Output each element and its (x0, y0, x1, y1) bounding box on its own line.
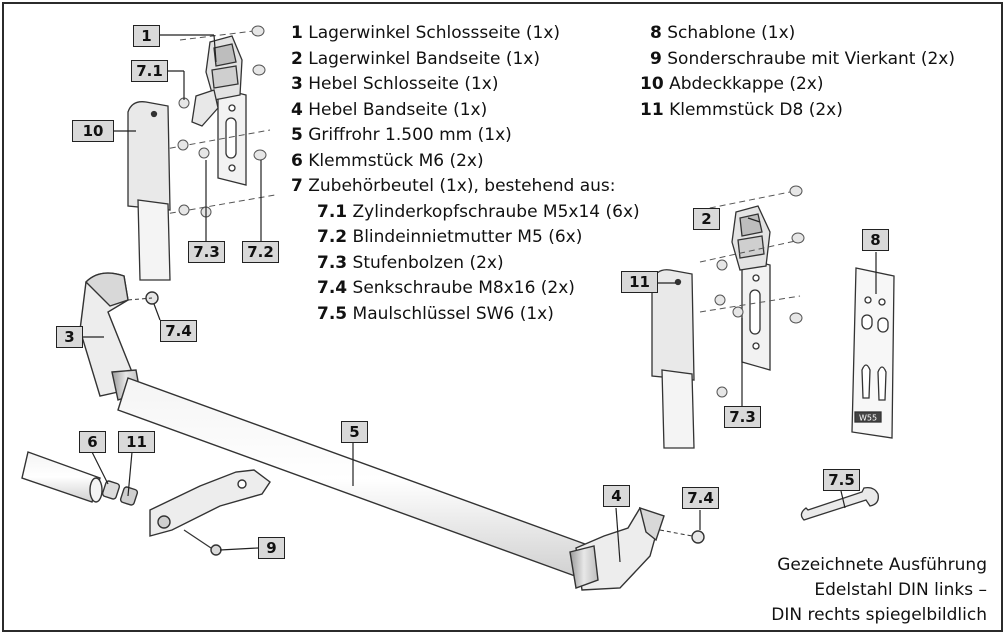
callout-3: 3 (56, 326, 83, 348)
note-line: Gezeichnete Ausführung (777, 555, 987, 575)
bearing-bracket-lock-side (191, 35, 247, 186)
callout-6: 6 (79, 431, 106, 453)
parts-list-item: 5 Griffrohr 1.500 mm (1x) (291, 125, 512, 145)
open-end-wrench (800, 486, 879, 521)
cover-cap-left (127, 101, 171, 281)
parts-list-subitem: 7.3 Stufenbolzen (2x) (317, 252, 504, 273)
callout-2: 2 (693, 208, 720, 230)
lever-hinge-side (569, 506, 705, 591)
callout-7-4: 7.4 (160, 320, 197, 342)
parts-list-item: 1 Lagerwinkel Schlossseite (1x) (291, 23, 561, 43)
cover-cap-right (651, 269, 695, 449)
parts-list-item: 9 Sonderschraube mit Vierkant (2x) (650, 48, 955, 69)
callout-5: 5 (341, 421, 368, 443)
callout-1: 1 (133, 25, 160, 47)
leader-lines (82, 34, 877, 563)
callout-9: 9 (258, 537, 285, 559)
template-plate-label: W55 (859, 414, 877, 423)
callout-8: 8 (862, 229, 889, 251)
parts-list-subitem: 7.5 Maulschlüssel SW6 (1x) (317, 303, 554, 324)
callout-7-5: 7.5 (823, 469, 860, 491)
parts-list-item: 2 Lagerwinkel Bandseite (1x) (291, 48, 540, 69)
template-plate: W55 (851, 267, 895, 439)
drawing-note: Gezeichnete Ausführung Edelstahl DIN lin… (771, 553, 987, 628)
parts-list-item: 3 Hebel Schlosseite (1x) (291, 74, 499, 94)
parts-list-main: 1 Lagerwinkel Schlossseite (1x) 2 Lagerw… (291, 21, 640, 327)
callout-7-1: 7.1 (131, 60, 168, 82)
callout-7-3: 7.3 (188, 241, 225, 263)
parts-list-item: 6 Klemmstück M6 (2x) (291, 150, 484, 171)
parts-list-item: 8 Schablone (1x) (650, 23, 796, 43)
callout-10: 10 (72, 120, 114, 142)
callout-7-3: 7.3 (724, 406, 761, 428)
callout-7-4: 7.4 (682, 487, 719, 509)
screws-right (699, 185, 805, 398)
parts-list-item: 7 Zubehörbeutel (1x), bestehend aus: (291, 176, 616, 196)
bearing-bracket-hinge-side (731, 205, 771, 371)
callout-11: 11 (621, 271, 658, 293)
parts-list-subitem: 7.1 Zylinderkopfschraube M5x14 (6x) (317, 201, 640, 222)
note-line: DIN rechts spiegelbildlich (771, 605, 987, 625)
handle-tube (117, 377, 597, 581)
parts-list-secondary: 8 Schablone (1x) 9 Sonderschraube mit Vi… (640, 21, 955, 123)
parts-list-item: 11 Klemmstück D8 (2x) (640, 99, 843, 120)
parts-list-subitem: 7.4 Senkschraube M8x16 (2x) (317, 278, 575, 298)
callout-11: 11 (118, 431, 155, 453)
callout-7-2: 7.2 (242, 241, 279, 263)
callout-4: 4 (603, 485, 630, 507)
note-line: Edelstahl DIN links – (814, 580, 987, 600)
screws-top-left (159, 25, 276, 218)
parts-list-subitem: 7.2 Blindeinnietmutter M5 (6x) (317, 227, 583, 247)
tube-end-with-clamps (21, 451, 271, 556)
parts-list-item: 4 Hebel Bandseite (1x) (291, 99, 488, 120)
parts-list-item: 10 Abdeckkappe (2x) (640, 74, 824, 94)
